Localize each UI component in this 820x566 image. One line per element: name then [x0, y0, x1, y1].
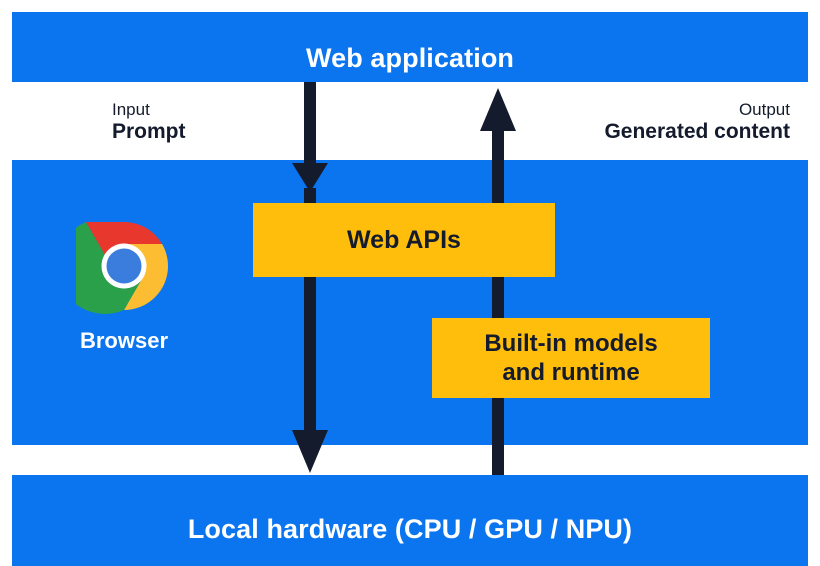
band-web-application: Web application — [12, 12, 808, 82]
chrome-logo-icon — [76, 222, 168, 314]
box-built-in-models[interactable]: Built-in models and runtime — [432, 318, 710, 398]
input-flow-value: Prompt — [112, 120, 186, 144]
box-web-apis-label: Web APIs — [347, 225, 461, 254]
box-built-in-models-label: Built-in models and runtime — [484, 329, 657, 388]
browser-block: Browser — [64, 218, 184, 352]
band-local-hardware: Local hardware (CPU / GPU / NPU) — [12, 475, 808, 566]
box-web-apis[interactable]: Web APIs — [253, 203, 555, 277]
band-local-hardware-label: Local hardware (CPU / GPU / NPU) — [187, 514, 633, 544]
output-flow-value: Generated content — [604, 120, 790, 144]
output-flow-kicker: Output — [738, 100, 790, 119]
input-flow-label: Input Prompt — [112, 100, 186, 145]
box-built-in-models-line2: and runtime — [502, 359, 640, 386]
browser-caption: Browser — [79, 328, 169, 353]
input-flow-kicker: Input — [112, 100, 150, 119]
box-built-in-models-line1: Built-in models — [484, 329, 658, 357]
band-web-application-label: Web application — [305, 43, 515, 73]
output-flow-label: Output Generated content — [604, 100, 790, 145]
